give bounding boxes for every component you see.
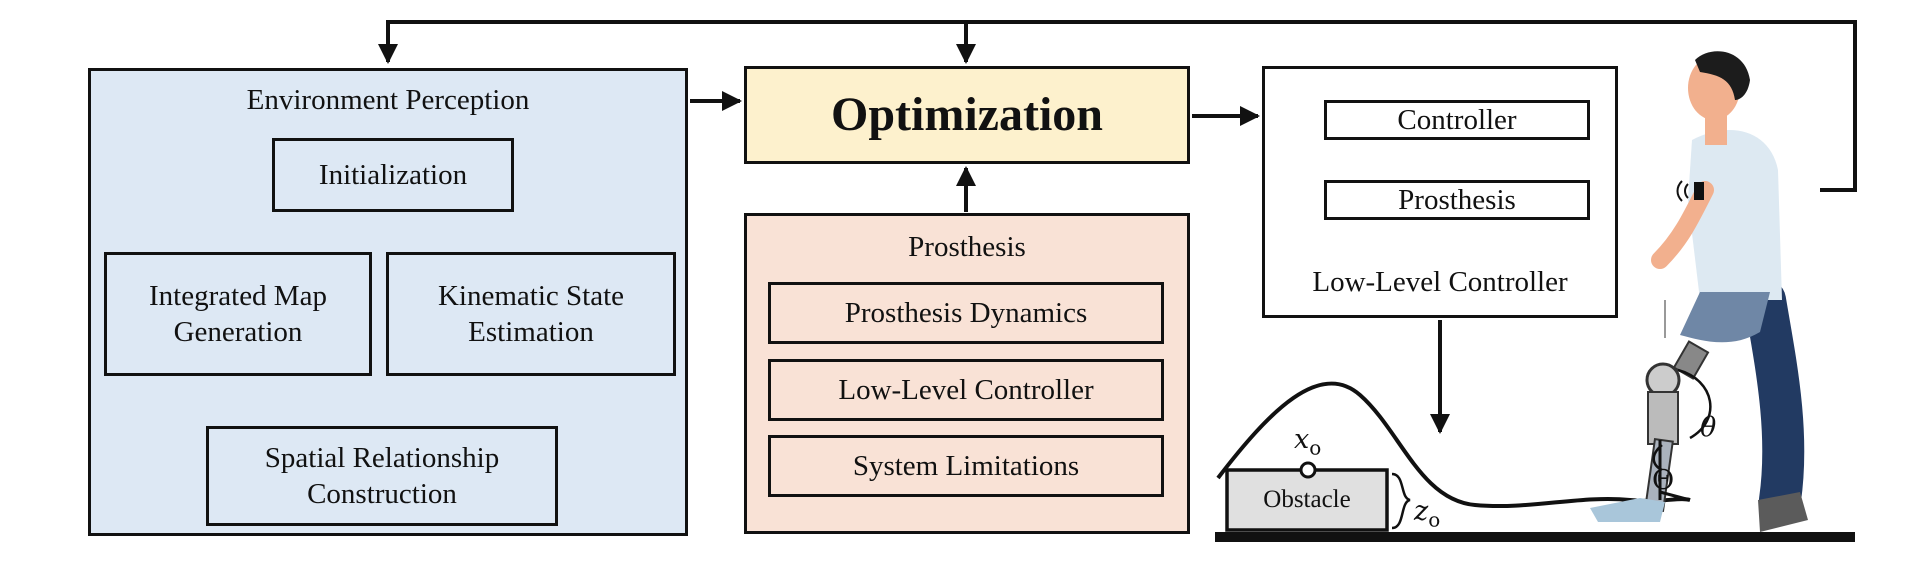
x-o-symbol: x	[1294, 424, 1310, 455]
theta-big-label: Θ	[1652, 465, 1675, 496]
prosthesis-foot	[1590, 498, 1665, 522]
initialization-label: Initialization	[318, 158, 468, 191]
llc-prosthesis-label: Prosthesis	[1398, 183, 1516, 216]
foot-line	[1659, 490, 1691, 502]
spatial-relationship-label: Spatial Relationship Construction	[264, 441, 500, 510]
prosthesis-dynamics-box	[768, 282, 1164, 344]
z-o-symbol: z	[1414, 496, 1429, 527]
controller-label: Controller	[1397, 103, 1517, 136]
optimization-title: Optimization	[831, 88, 1103, 141]
prosthesis-knee-unit	[1647, 391, 1679, 445]
map-generation-box	[104, 252, 372, 376]
hair	[1695, 51, 1750, 100]
wireless-signal-icon	[1676, 180, 1689, 202]
sensor-icon	[1694, 182, 1704, 200]
feedback-arrow-env	[378, 20, 1857, 192]
z-o-brace	[1391, 472, 1411, 530]
map-generation-label: Integrated Map Generation	[149, 279, 327, 348]
z-o-subscript: o	[1428, 507, 1441, 532]
ground-line	[1215, 532, 1855, 542]
kinematic-state-label: Kinematic State Estimation	[437, 279, 625, 348]
system-limitations-box	[768, 435, 1164, 497]
obstacle-box	[1225, 468, 1389, 532]
prosthesis-dynamics-label: Prosthesis Dynamics	[844, 296, 1088, 329]
back-shoe	[1758, 492, 1808, 532]
prosthesis-title: Prosthesis	[908, 231, 1026, 263]
prosthesis-socket	[1672, 340, 1710, 380]
controller-box	[1324, 100, 1590, 140]
optimization-box	[744, 66, 1190, 164]
torso-shirt	[1688, 130, 1782, 300]
back-leg	[1744, 279, 1805, 521]
low-level-controller-title: Low-Level Controller	[1312, 266, 1568, 298]
person-illustration	[1590, 51, 1808, 532]
system-limitations-label: System Limitations	[852, 449, 1080, 482]
theta-arc	[1677, 368, 1712, 440]
llc-prosthesis-box	[1324, 180, 1590, 220]
x-o-marker	[1299, 461, 1317, 479]
low-level-controller-item-label: Low-Level Controller	[838, 373, 1094, 406]
low-level-controller-item-box	[768, 359, 1164, 421]
initialization-box	[272, 138, 514, 212]
z-o-label: zo	[1414, 496, 1440, 531]
environment-perception-title: Environment Perception	[246, 84, 530, 116]
theta-label: θ	[1700, 412, 1717, 443]
kinematic-state-box	[386, 252, 676, 376]
obstacle-label: Obstacle	[1263, 486, 1351, 514]
x-o-label: xo	[1294, 424, 1321, 459]
spatial-relationship-box	[206, 426, 558, 526]
x-o-subscript: o	[1309, 435, 1322, 460]
neck	[1705, 115, 1727, 145]
residual-limb	[1680, 292, 1770, 343]
